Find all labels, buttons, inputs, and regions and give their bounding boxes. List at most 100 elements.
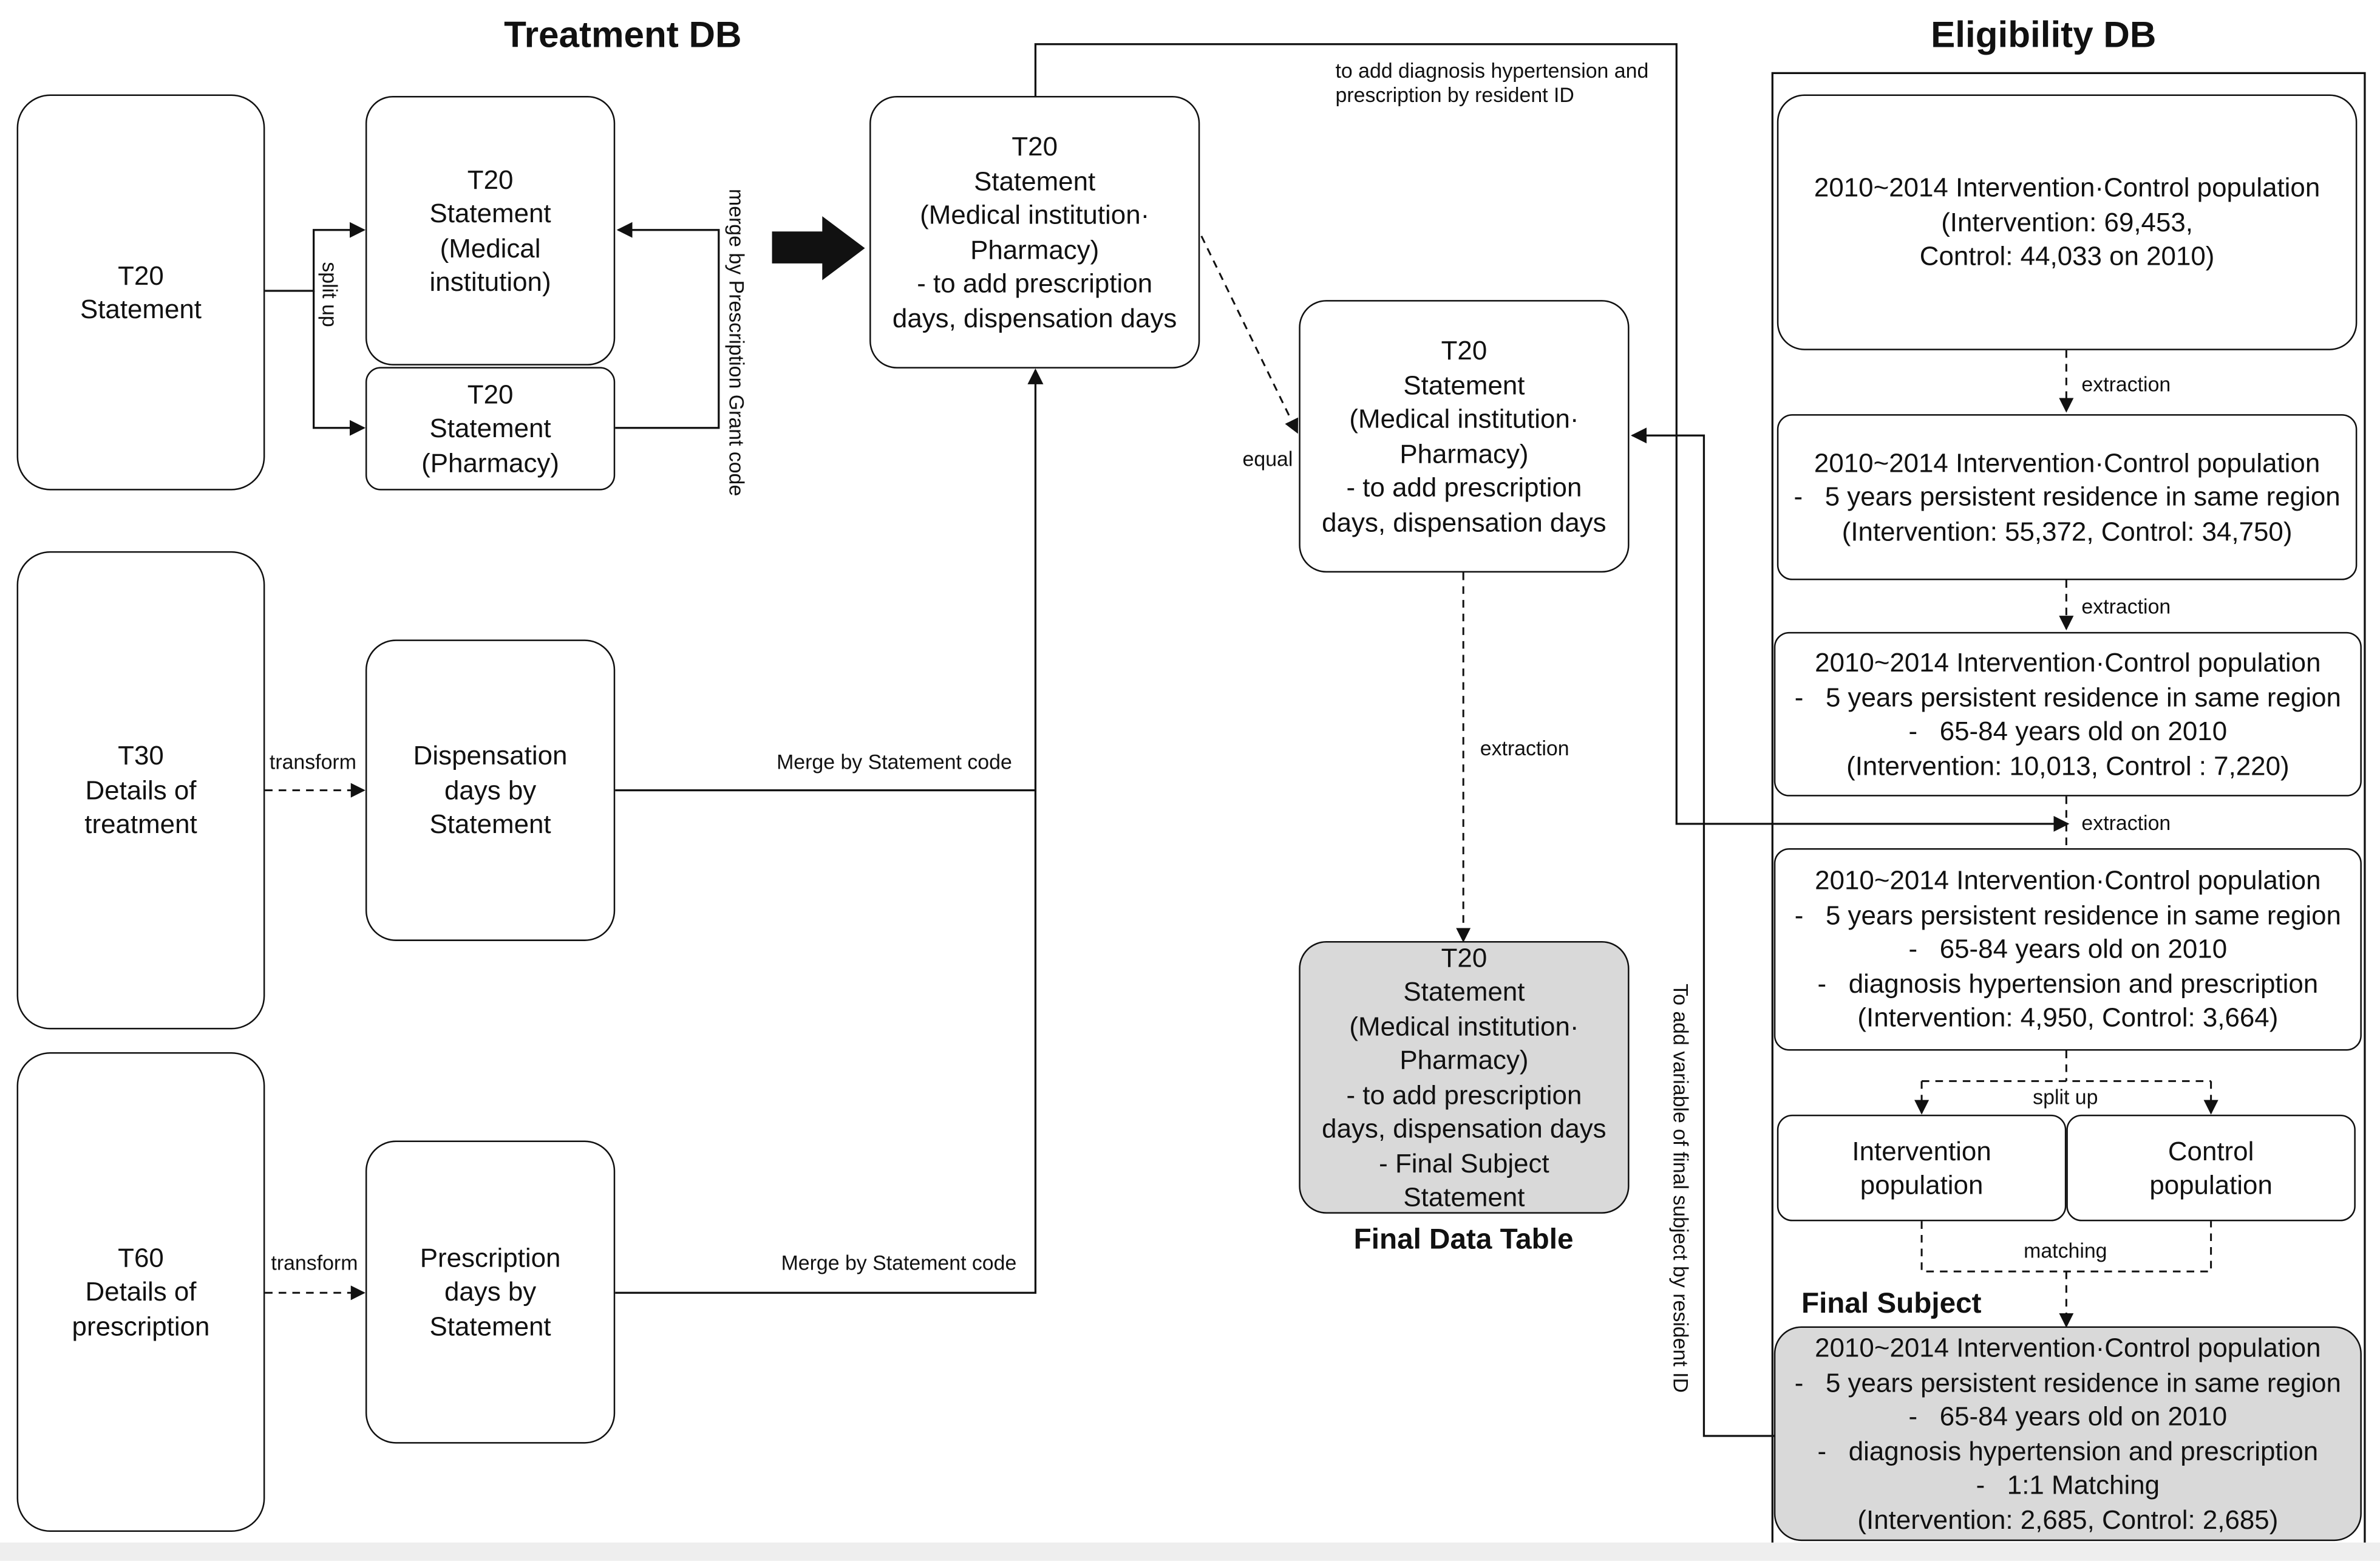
box-text-line: days by	[444, 1276, 537, 1307]
extraction-label-3: extraction	[2081, 811, 2171, 835]
box-text-line: - 5 years persistent residence in same r…	[1793, 481, 2341, 512]
box-text-line: - 65-84 years old on 2010	[1908, 934, 2228, 965]
final-data-table-title: Final Data Table	[1353, 1224, 1574, 1257]
eligibility-db-title: Eligibility DB	[1931, 15, 2157, 56]
box-text-line: - 65-84 years old on 2010	[1908, 1401, 2228, 1432]
extraction-label-2: extraction	[2081, 595, 2171, 619]
box-text-line: Intervention	[1852, 1135, 1991, 1166]
box-text-line: (Intervention: 69,453,	[1941, 206, 2193, 237]
final-subject-return-connector	[1630, 427, 1776, 1437]
equal-connector	[1200, 236, 1299, 434]
box-text-line: T20	[1011, 131, 1058, 162]
box-text-line: prescription	[72, 1310, 210, 1341]
box-text-line: T20	[118, 259, 164, 290]
box-text-line: - to add prescription	[1346, 1078, 1582, 1110]
box-text-line: (Intervention: 55,372, Control: 34,750)	[1841, 515, 2293, 546]
box-text-line: population	[1860, 1169, 1984, 1200]
box-text-line: Pharmacy)	[970, 233, 1100, 265]
split-up-connector-lower	[313, 291, 366, 436]
box-text-line: treatment	[84, 809, 197, 840]
box-text-line: days, dispensation days	[1322, 1113, 1606, 1144]
box-text-line: Statement	[974, 165, 1096, 196]
box-text-line: 2010~2014 Intervention·Control populatio…	[1815, 865, 2321, 896]
box-text-line: Statement	[1403, 369, 1525, 400]
eligibility-box-3: 2010~2014 Intervention·Control populatio…	[1773, 631, 2362, 797]
box-text-line: (Pharmacy)	[421, 447, 559, 478]
box-text-line: T20	[467, 163, 514, 194]
add-diagnosis-label: to add diagnosis hypertension and prescr…	[1335, 59, 1649, 107]
extraction-label-1: extraction	[2081, 373, 2171, 396]
box-text-line: Pharmacy)	[1399, 438, 1529, 469]
box-text-line: Statement	[1403, 976, 1525, 1007]
box-text-line: - to add prescription	[917, 268, 1153, 299]
extraction-center-label: extraction	[1480, 736, 1569, 760]
box-text-line: T20	[1441, 335, 1487, 366]
box-text-line: Statement	[429, 198, 551, 229]
box-text-line: Control: 44,033 on 2010)	[1919, 240, 2215, 272]
box-text-line: - 5 years persistent residence in same r…	[1794, 899, 2341, 930]
final-subject-box: 2010~2014 Intervention·Control populatio…	[1773, 1326, 2362, 1542]
box-text-line: Dispensation	[413, 740, 568, 771]
box-text-line: Statement	[1403, 1182, 1525, 1212]
box-text-line: - 5 years persistent residence in same r…	[1794, 1366, 2341, 1398]
box-text-line: days, dispensation days	[1322, 506, 1606, 537]
box-text-line: Details of	[85, 774, 197, 806]
merge-grant-connector	[615, 222, 720, 429]
merge-prescription-connector	[615, 790, 1037, 1294]
box-text-line: (Intervention: 10,013, Control : 7,220)	[1846, 750, 2290, 781]
box-text-line: (Intervention: 2,685, Control: 2,685)	[1857, 1503, 2279, 1534]
box-text-line: T20	[467, 378, 514, 410]
add-variable-label: To add variable of final subject by resi…	[1668, 984, 1692, 1393]
treatment-db-title: Treatment DB	[504, 15, 742, 56]
box-text-line: T60	[118, 1242, 164, 1273]
box-text-line: days by	[444, 774, 537, 806]
box-text-line: - 1:1 Matching	[1976, 1469, 2160, 1500]
merge-dispensation-connector	[615, 368, 1044, 792]
split-up-right-label: split up	[2033, 1086, 2098, 1109]
box-text-line: Control	[2168, 1135, 2254, 1166]
box-text-line: Pharmacy)	[1399, 1044, 1529, 1075]
box-text-line: - diagnosis hypertension and prescriptio…	[1817, 968, 2319, 999]
eligibility-box-1: 2010~2014 Intervention·Control populatio…	[1776, 94, 2358, 350]
transform-label-2: transform	[271, 1251, 358, 1275]
box-text-line: population	[2149, 1169, 2273, 1200]
box-text-line: Statement	[80, 294, 202, 325]
box-text-line: (Intervention: 4,950, Control: 3,664)	[1857, 1002, 2279, 1033]
box-text-line: T20	[1441, 942, 1487, 973]
merge-statement-label-2: Merge by Statement code	[781, 1251, 1017, 1275]
box-text-line: institution)	[429, 266, 551, 298]
eligibility-box-4: 2010~2014 Intervention·Control populatio…	[1773, 848, 2362, 1051]
box-text-line: - to add prescription	[1346, 472, 1582, 503]
equal-label: equal	[1242, 447, 1293, 471]
box-text-line: - 65-84 years old on 2010	[1908, 715, 2228, 746]
box-text-line: 2010~2014 Intervention·Control populatio…	[1815, 647, 2321, 678]
box-text-line: days, dispensation days	[892, 302, 1177, 333]
box-text-line: Details of	[85, 1276, 197, 1307]
box-text-line: 2010~2014 Intervention·Control populatio…	[1814, 447, 2320, 478]
transform-label-1: transform	[269, 750, 356, 774]
box-text-line: (Medical institution·	[1349, 403, 1579, 434]
box-text-line: - diagnosis hypertension and prescriptio…	[1817, 1435, 2319, 1466]
merge-statement-label-1: Merge by Statement code	[777, 750, 1012, 774]
box-text-line: Prescription	[420, 1242, 561, 1273]
merge-grant-label: merge by Prescription Grant code	[724, 188, 748, 497]
box-text-line: (Medical	[440, 232, 541, 263]
box-text-line: 2010~2014 Intervention·Control populatio…	[1814, 172, 2320, 203]
bottom-scroll-strip	[0, 1542, 2380, 1561]
box-text-line: T30	[118, 740, 164, 771]
split-up-label: split up	[318, 262, 341, 327]
